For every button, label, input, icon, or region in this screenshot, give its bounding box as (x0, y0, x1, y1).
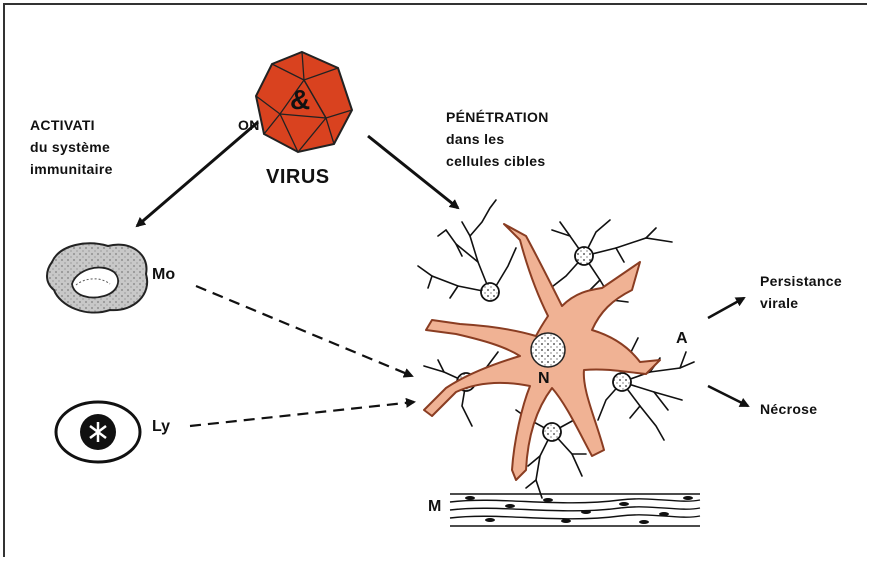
meninges-label: M (428, 498, 441, 516)
activation-label-line2: du système (30, 138, 110, 156)
monocyte-cell (47, 243, 147, 312)
virus-symbol: & (290, 84, 310, 116)
penetration-label-line1: PÉNÉTRATION (446, 108, 549, 126)
arrow-mo-dashed (196, 286, 412, 376)
virus-label: VIRUS (266, 166, 330, 189)
meninges-layer (450, 494, 700, 526)
arrow-activation (137, 122, 258, 226)
neuron-label: N (538, 370, 550, 388)
lymphocyte-cell (56, 402, 140, 462)
persistance-label-line1: Persistance (760, 272, 842, 290)
arrow-persistance (708, 298, 744, 318)
activation-label-line3: immunitaire (30, 160, 113, 178)
lymphocyte-label: Ly (152, 418, 170, 436)
monocyte-label: Mo (152, 266, 175, 284)
astrocyte-label: A (676, 330, 688, 348)
activation-label-line1: ACTIVATI (30, 116, 95, 134)
penetration-label-line2: dans les (446, 130, 504, 148)
persistance-label-line2: virale (760, 294, 798, 312)
necrose-label: Nécrose (760, 400, 817, 418)
penetration-label-line3: cellules cibles (446, 152, 545, 170)
arrow-ly-dashed (190, 402, 414, 426)
arrow-penetration (368, 136, 458, 208)
arrow-necrose (708, 386, 748, 406)
activation-label-on: ON (238, 116, 260, 134)
